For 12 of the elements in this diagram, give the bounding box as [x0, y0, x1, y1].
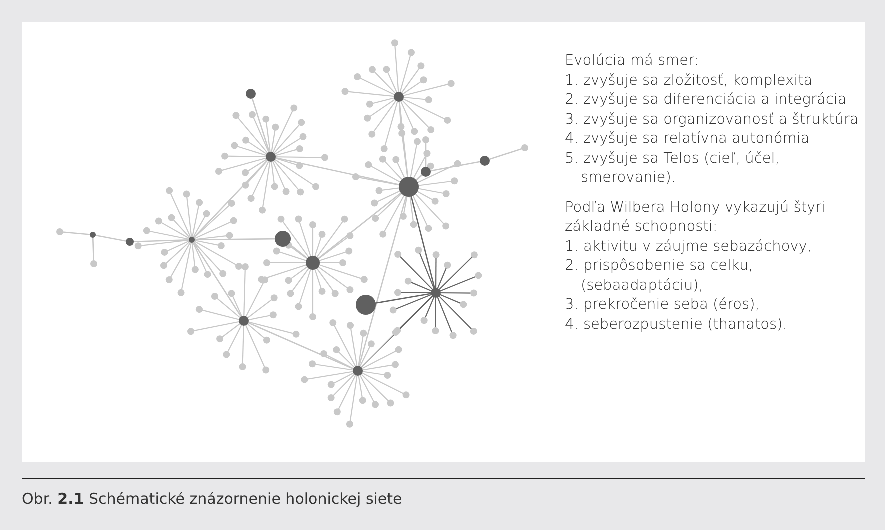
list-heading: Podľa Wilbera Holony vykazujú štyri základné schopnosti: [565, 198, 827, 237]
list-item: 4. zvyšuje sa relatívna autonómia [565, 130, 811, 149]
list-item: 5. zvyšuje sa Telos (cieľ, účel, smerovanie). [565, 150, 781, 188]
list-item: 3. zvyšuje sa organizovanosť a štruktúra [565, 110, 860, 130]
list-heading: Evolúcia má smer: [565, 52, 700, 71]
list-item: 1. aktivitu v záujme sebazáchovy, [565, 238, 813, 256]
list-item: 2. zvyšuje sa diferenciácia a integrácia [565, 91, 848, 110]
list-item: 2. prispôsobenie sa celku, (sebaadaptáciu), [565, 257, 754, 296]
list-item: 1. zvyšuje sa zložitosť, komplexita [565, 72, 814, 90]
figure-caption: Obr. 2.1 Schématické znázornenie holonickej siete [22, 490, 402, 508]
list-item: 4. seberozpustenie (thanatos). [565, 316, 788, 334]
list-item: 3. prekročenie seba (éros), [565, 296, 761, 315]
